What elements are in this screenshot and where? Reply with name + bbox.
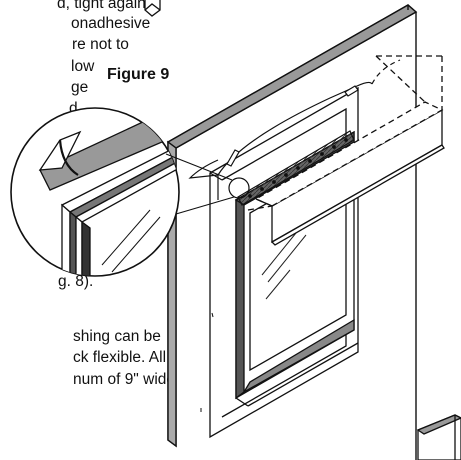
figure-label: Figure 9 <box>107 66 170 83</box>
text-line-12: g. 8). <box>58 273 94 290</box>
box-fragment-top <box>144 0 161 17</box>
glass-reflection <box>261 227 307 300</box>
flashing-flap <box>188 59 401 200</box>
text-line-2: onadhesive <box>71 15 151 32</box>
text-line-14: ck flexible. All <box>73 349 167 366</box>
text-line-5: ge <box>71 79 89 96</box>
text-line-15: num of 9" wide <box>73 371 175 388</box>
detail-leader-lines <box>165 153 235 215</box>
head-flashing <box>237 130 355 206</box>
head-box <box>247 55 445 246</box>
text-line-1: d, tight against <box>57 0 158 12</box>
text-line-13: shing can be <box>73 328 161 345</box>
detail-locator-circle <box>228 177 250 199</box>
panel-fragment-bottom <box>416 414 461 460</box>
text-line-4: low <box>71 58 95 75</box>
magnified-detail <box>10 107 180 277</box>
text-line-6: d <box>69 100 78 117</box>
panel-marks <box>200 312 214 412</box>
text-line-3: re not to <box>72 36 129 53</box>
